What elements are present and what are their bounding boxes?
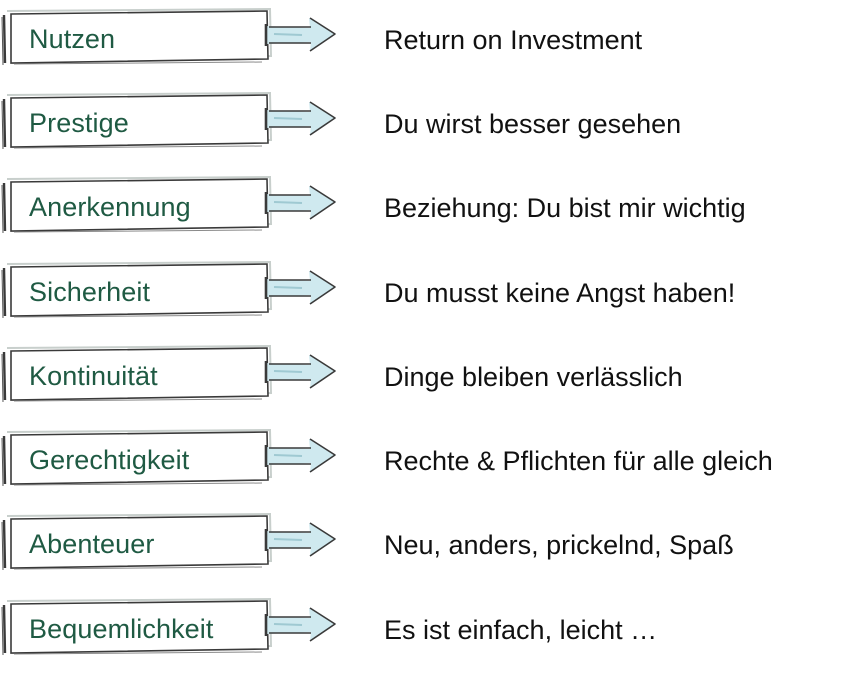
term-box: Anerkennung [0,175,275,236]
term-label: Nutzen [29,24,116,54]
diagram-row: Bequemlichkeit Es ist einfach, leicht … [0,597,842,682]
arrow-icon [264,101,336,136]
arrow-icon [264,607,336,642]
term-box: Kontinuität [0,344,275,405]
description-text: Dinge bleiben verlässlich [384,362,683,392]
description-text: Rechte & Pflichten für alle gleich [384,446,773,476]
description-text: Neu, anders, prickelnd, Spaß [384,530,734,560]
arrow [262,12,342,56]
label-box-frame [1,175,273,234]
arrow [262,433,342,477]
arrow-icon [264,185,336,220]
description-text: Beziehung: Du bist mir wichtig [384,193,746,223]
term-box: Gerechtigkeit [0,428,275,489]
arrow-icon [264,270,336,305]
term-box: Abenteuer [0,512,275,573]
description-text: Return on Investment [384,25,643,55]
arrow-icon [264,354,336,389]
arrow-icon [264,522,336,557]
description-text: Du wirst besser gesehen [384,109,682,139]
term-label: Bequemlichkeit [29,614,214,644]
term-label: Prestige [29,108,129,138]
label-box-frame [1,7,273,66]
term-box: Prestige [0,91,275,152]
term-box: Sicherheit [0,260,275,321]
arrow [262,602,342,646]
diagram-row: Abenteuer Neu, anders, prickelnd, Spaß [0,512,842,597]
diagram-row: Prestige Du wirst besser gesehen [0,91,842,176]
arrow [262,96,342,140]
label-box-frame [1,597,273,656]
arrow [262,180,342,224]
term-label: Gerechtigkeit [29,445,190,475]
description-text: Du musst keine Angst haben! [384,278,736,308]
arrow [262,349,342,393]
arrow-icon [264,438,336,473]
term-label: Sicherheit [29,277,151,307]
arrow-icon [264,17,336,52]
diagram-row: Anerkennung Beziehung: Du bist mir wicht… [0,175,842,260]
diagram-row: Nutzen Return on Investment [0,7,842,92]
term-box: Bequemlichkeit [0,597,275,658]
arrow [262,265,342,309]
diagram-row: Kontinuität Dinge bleiben verlässlich [0,344,842,429]
description-text: Es ist einfach, leicht … [384,615,658,645]
term-label: Abenteuer [29,529,155,559]
term-label: Kontinuität [29,361,158,391]
arrow [262,517,342,561]
diagram-row: Gerechtigkeit Rechte & Pflichten für all… [0,428,842,513]
term-box: Nutzen [0,7,275,68]
label-box-frame [1,91,273,150]
term-label: Anerkennung [29,192,191,222]
diagram-row: Sicherheit Du musst keine Angst haben! [0,260,842,345]
